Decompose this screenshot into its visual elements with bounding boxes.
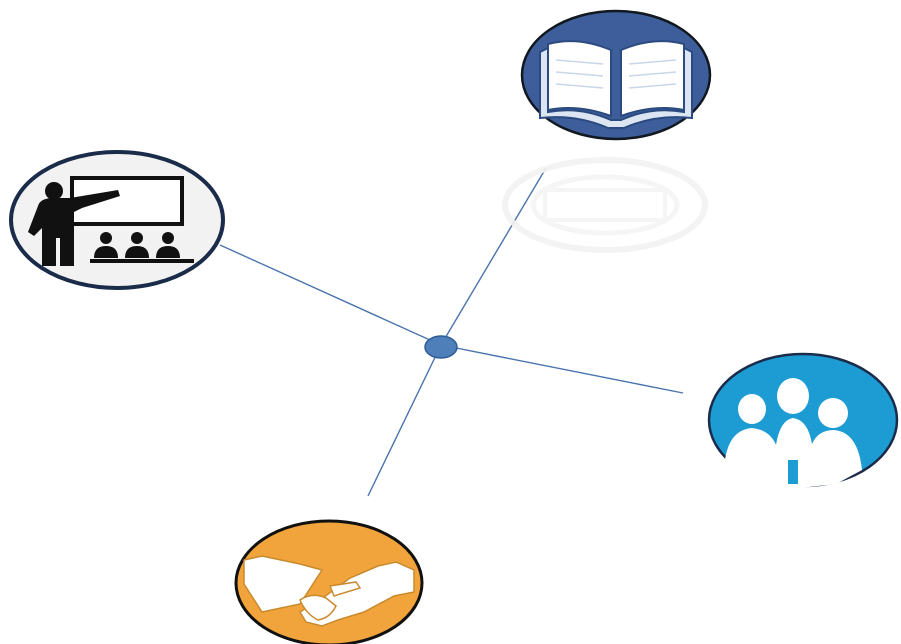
hub-node: [424, 335, 458, 359]
connector-handshake: [367, 344, 442, 497]
open-book-icon: [539, 40, 693, 129]
group-people-icon: [724, 378, 862, 488]
connector-book: [440, 167, 547, 346]
connector-team: [440, 344, 684, 394]
connectors: [219, 167, 684, 497]
node-team: [707, 352, 899, 488]
node-book: [520, 9, 712, 141]
node-teacher: [9, 150, 225, 290]
node-handshake: [234, 519, 424, 644]
handshake-icon: [243, 555, 415, 627]
teacher-presentation-icon: [28, 176, 194, 266]
faint-logo-icon: [502, 157, 708, 253]
connector-teacher: [219, 244, 442, 346]
